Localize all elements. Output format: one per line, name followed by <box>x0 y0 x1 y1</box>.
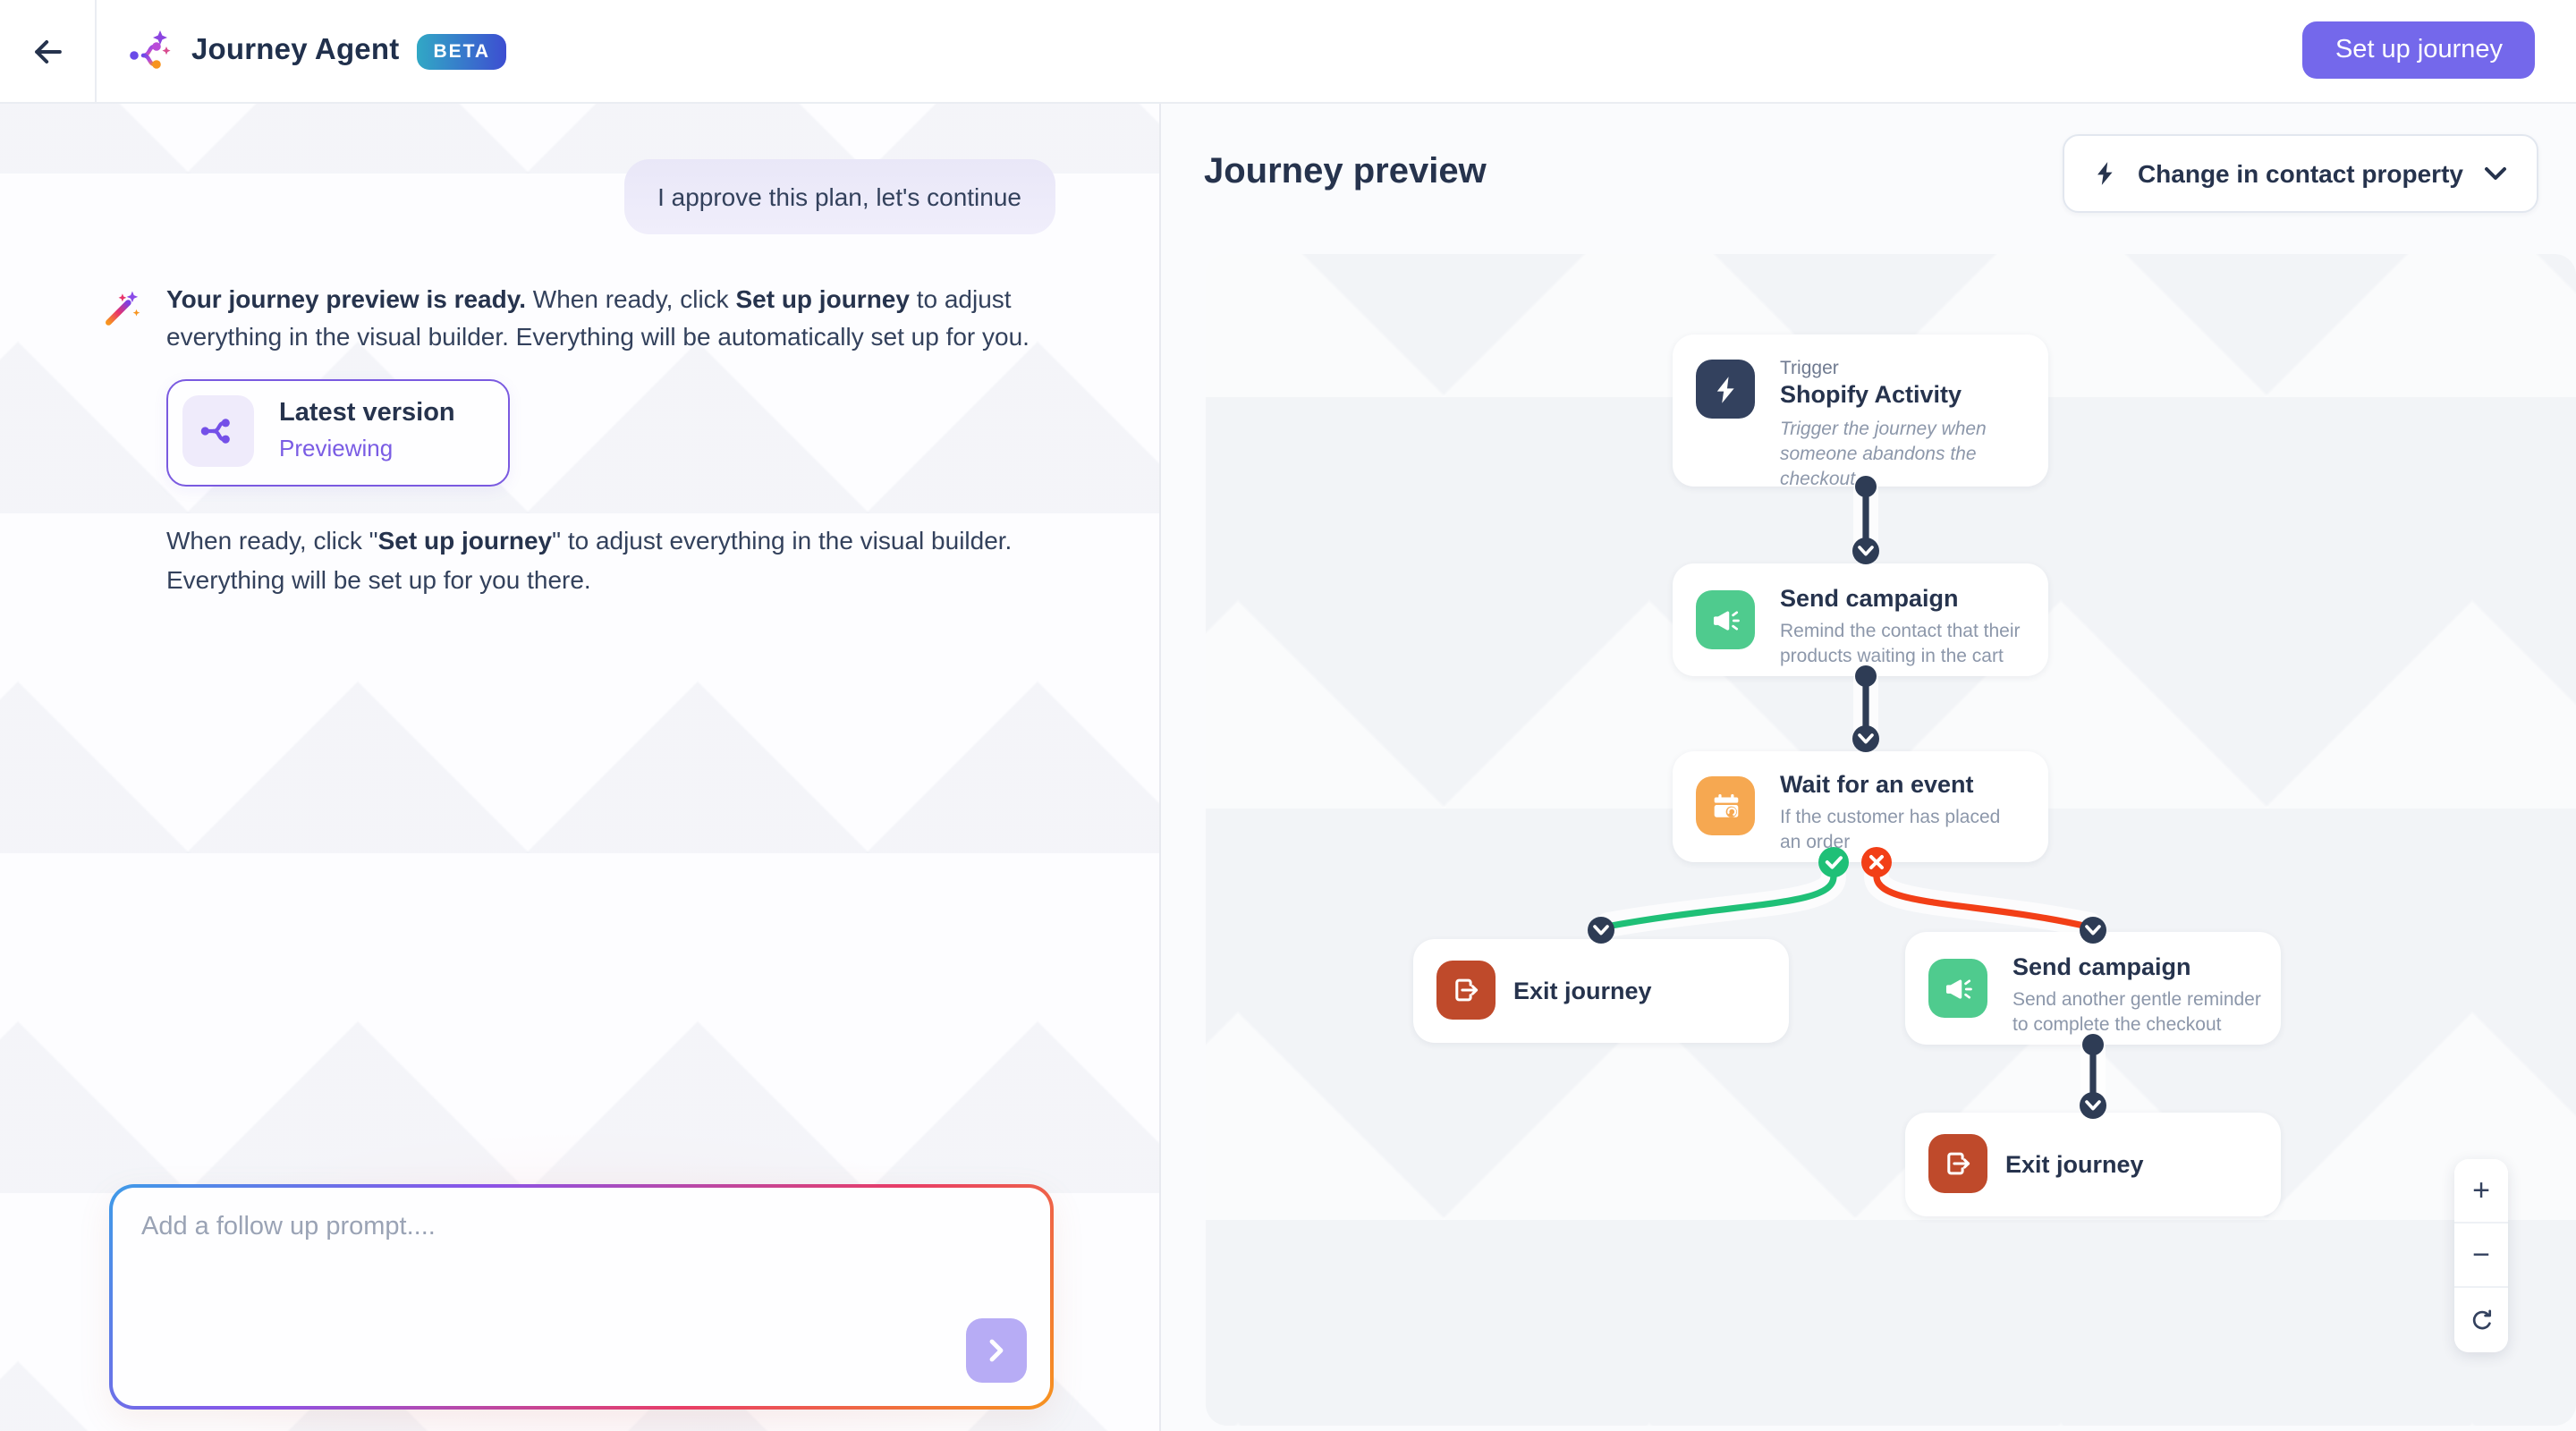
node-title: Send campaign <box>1780 585 1959 612</box>
node-send-campaign-2[interactable]: Send campaign Send another gentle remind… <box>1905 932 2281 1045</box>
node-send-campaign-1[interactable]: Send campaign Remind the contact that th… <box>1673 563 2048 676</box>
chevron-right-icon <box>989 1339 1004 1362</box>
journey-canvas: Trigger Shopify Activity Trigger the jou… <box>1206 254 2576 1426</box>
beta-badge: BETA <box>417 33 507 69</box>
dropdown-label: Change in contact property <box>2137 159 2463 188</box>
node-wait-for-event[interactable]: Wait for an event If the customer has pl… <box>1673 751 2048 862</box>
assistant-message: Your journey preview is ready. When read… <box>102 281 1068 356</box>
journey-agent-logo-icon <box>130 30 171 68</box>
exit-icon <box>1436 961 1496 1020</box>
prompt-input-container <box>109 1184 1054 1410</box>
node-title: Exit journey <box>2005 1151 2144 1178</box>
note-bold: Set up journey <box>377 526 553 555</box>
node-kicker: Trigger <box>1780 358 1839 379</box>
connector-send-wait <box>1852 665 1879 752</box>
journey-branch-icon <box>182 395 254 467</box>
latest-version-card[interactable]: Latest version Previewing <box>166 379 510 487</box>
user-message-bubble: I approve this plan, let's continue <box>623 159 1055 234</box>
version-title: Latest version <box>279 399 455 428</box>
set-up-journey-button[interactable]: Set up journey <box>2302 21 2535 79</box>
node-exit-journey-bottom[interactable]: Exit journey <box>1905 1113 2281 1216</box>
node-trigger-shopify[interactable]: Trigger Shopify Activity Trigger the jou… <box>1673 334 2048 490</box>
lightning-icon <box>2097 162 2113 185</box>
zoom-out-button[interactable]: − <box>2454 1224 2508 1288</box>
journey-preview-panel: Journey preview Change in contact proper… <box>1161 102 2576 1431</box>
app-title: Journey Agent <box>191 34 400 66</box>
megaphone-icon <box>1696 590 1755 649</box>
connector-send2-exit <box>2080 1034 2106 1119</box>
assistant-bold-lead: Your journey preview is ready. <box>166 284 526 313</box>
node-description: If the customer has placed an order <box>1780 807 2001 853</box>
node-title: Send campaign <box>2012 953 2191 980</box>
node-exit-journey-left[interactable]: Exit journey <box>1413 939 1789 1043</box>
refresh-icon <box>2471 1308 2491 1329</box>
note-post: " to adjust everything in the visual bui… <box>166 526 1013 593</box>
chat-panel: I approve this plan, let's continue Your… <box>0 102 1161 1431</box>
trigger-type-dropdown[interactable]: Change in contact property <box>2062 134 2538 213</box>
version-status: Previewing <box>279 435 394 461</box>
node-description: Remind the contact that their products w… <box>1780 621 2021 667</box>
assistant-message-text: Your journey preview is ready. When read… <box>166 281 1079 356</box>
preview-title: Journey preview <box>1204 152 1487 191</box>
app-brand: Journey Agent BETA <box>127 0 507 102</box>
calendar-clock-icon <box>1696 776 1755 835</box>
node-title: Exit journey <box>1513 978 1652 1004</box>
send-button[interactable] <box>966 1318 1027 1383</box>
assistant-bold-cta: Set up journey <box>735 284 910 313</box>
arrow-left-icon <box>34 38 61 64</box>
assistant-tail: to adjust everything in the visual build… <box>166 284 1030 351</box>
megaphone-icon <box>1928 959 1987 1018</box>
assistant-mid: When ready, click <box>526 284 736 313</box>
zoom-in-button[interactable]: + <box>2454 1159 2508 1224</box>
back-button[interactable] <box>0 0 97 102</box>
node-title: Wait for an event <box>1780 771 1974 798</box>
prompt-input[interactable] <box>113 1188 1050 1406</box>
node-description: Trigger the journey when someone abandon… <box>1780 419 1987 490</box>
top-header: Journey Agent BETA Set up journey <box>0 0 2576 104</box>
magic-wand-icon <box>106 291 140 326</box>
lightning-icon <box>1696 360 1755 419</box>
exit-icon <box>1928 1134 1987 1193</box>
node-description: Send another gentle reminder to complete… <box>2012 989 2261 1036</box>
note-pre: When ready, click " <box>166 526 378 555</box>
canvas-zoom-controls: + − <box>2454 1159 2508 1352</box>
node-title: Shopify Activity <box>1780 381 1962 408</box>
refresh-button[interactable] <box>2454 1288 2508 1352</box>
followup-note: When ready, click "Set up journey" to ad… <box>166 522 1079 599</box>
chevron-down-icon <box>2485 167 2506 180</box>
